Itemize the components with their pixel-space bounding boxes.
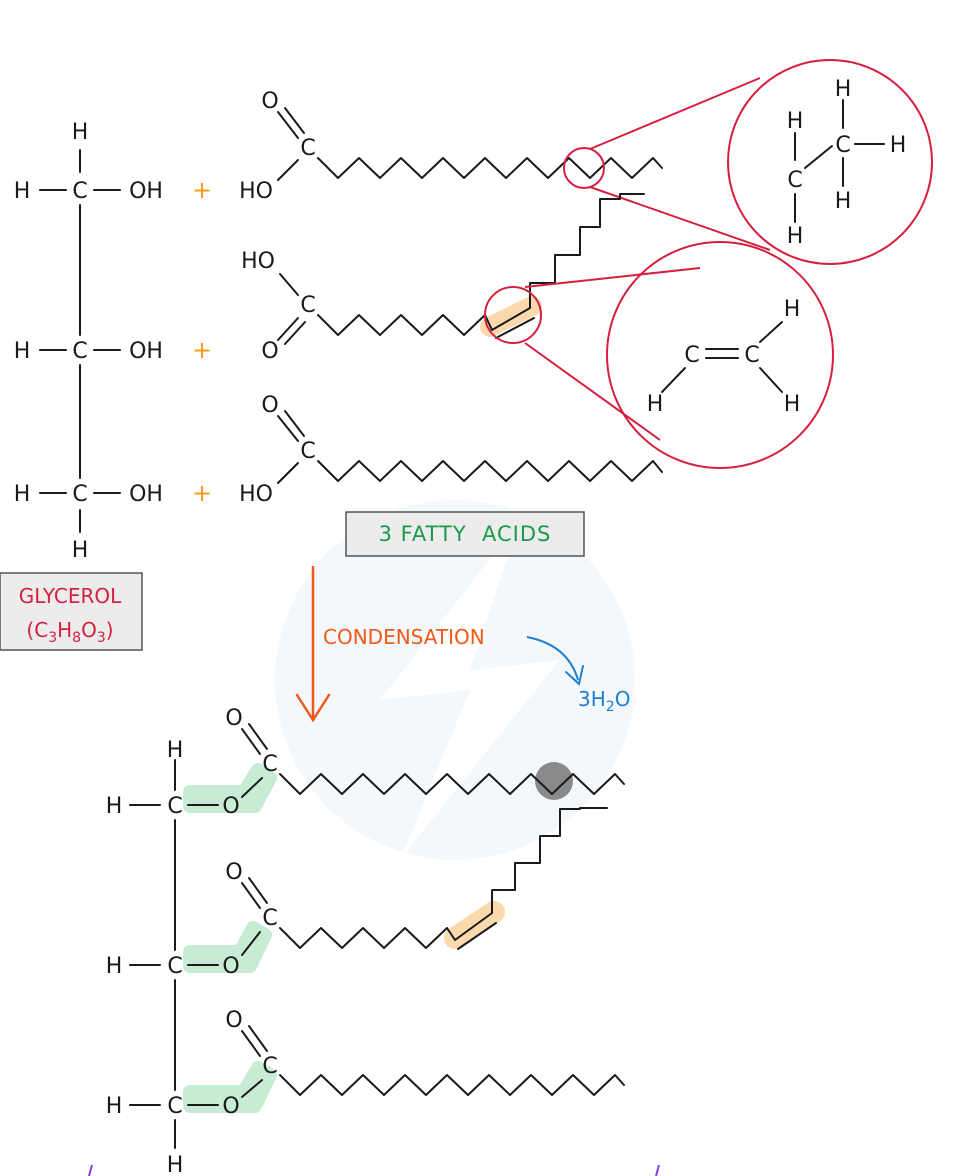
glycerol-h-1: H <box>14 179 31 204</box>
fa2-c: C <box>300 293 315 318</box>
fa1-o: O <box>261 89 278 114</box>
methyl-c-1: C <box>835 133 850 158</box>
alkene-h-left: H <box>647 392 664 417</box>
tri-carbonyl-o-2: O <box>225 860 242 885</box>
tri-h-2: H <box>106 954 123 979</box>
fatty-acid-3: O C HO <box>239 393 663 507</box>
fa2-double-bond-highlight <box>480 296 542 337</box>
ester-chain-2: O C <box>225 807 608 956</box>
fatty-acids-label: 3 FATTY ACIDS <box>379 522 552 546</box>
glycerol-oh-2: OH <box>129 339 163 364</box>
glycerol-h-bottom: H <box>72 538 89 563</box>
alkene-h-upper: H <box>784 297 801 322</box>
methyl-zoom: H H C H C H H <box>563 59 933 265</box>
fa2-ho: HO <box>241 249 275 274</box>
tri-c-1: C <box>167 794 182 819</box>
cursor-marker <box>535 762 573 800</box>
tri-c-2: C <box>167 954 182 979</box>
tri-o-2: O <box>222 954 239 979</box>
fa2-o: O <box>261 339 278 364</box>
glycerol-c-2: C <box>72 339 87 364</box>
glycerol-h-top: H <box>72 120 89 145</box>
glycerol-h-3: H <box>14 482 31 507</box>
alkene-h-right: H <box>784 392 801 417</box>
fa1-ho: HO <box>239 179 273 204</box>
tri-h-bottom: H <box>167 1153 184 1176</box>
glycerol-structure: H H C OH H C OH H C OH H <box>14 120 163 563</box>
methyl-h-right: H <box>890 133 907 158</box>
glycerol-oh-1: OH <box>129 179 163 204</box>
fa3-c: C <box>300 439 315 464</box>
glycerol-oh-3: OH <box>129 482 163 507</box>
tri-carbonyl-o-1: O <box>225 706 242 731</box>
tri-o-1: O <box>222 794 239 819</box>
tri-o-3: O <box>222 1094 239 1119</box>
fatty-acids-label-box: 3 FATTY ACIDS <box>345 511 585 557</box>
bracket-mark-right <box>655 1164 660 1176</box>
glycerol-h-2: H <box>14 339 31 364</box>
methyl-h-top: H <box>835 77 852 102</box>
tri-carbonyl-c-2: C <box>262 906 277 931</box>
methyl-c-2: C <box>787 168 802 193</box>
alkene-c-1: C <box>684 343 699 368</box>
tri-h-1: H <box>106 794 123 819</box>
alkene-c-2: C <box>744 343 759 368</box>
plus-sign-3: + <box>192 479 212 507</box>
condensation-arrow <box>295 566 331 723</box>
ester-link-highlight-3 <box>183 1061 277 1113</box>
plus-sign-1: + <box>192 176 212 204</box>
ester-chain-3: O C <box>225 1008 625 1098</box>
bracket-mark-left <box>88 1164 93 1176</box>
glycerol-c-1: C <box>72 179 87 204</box>
fa1-c: C <box>300 136 315 161</box>
fatty-acid-2: HO C O <box>241 193 645 364</box>
methyl-h-lower: H <box>787 224 804 249</box>
glycerol-label: GLYCEROL <box>19 584 122 608</box>
ester-link-highlight-2 <box>183 921 272 973</box>
triglyceride-structure: H H C O H C O H C O H <box>106 738 277 1176</box>
fa3-ho: HO <box>239 482 273 507</box>
condensation-label: CONDENSATION <box>323 625 485 649</box>
fatty-acid-1: O C HO <box>239 89 663 204</box>
methyl-h-bottom: H <box>835 189 852 214</box>
plus-sign-2: + <box>192 336 212 364</box>
tri-h-3: H <box>106 1094 123 1119</box>
tri-c-3: C <box>167 1094 182 1119</box>
water-arrow <box>526 636 584 686</box>
ester-link-highlight-1 <box>183 763 277 813</box>
double-bond-zoom: C C H H H <box>484 241 834 469</box>
tri-carbonyl-c-1: C <box>262 752 277 777</box>
methyl-h-left: H <box>787 109 804 134</box>
glycerol-formula: (C3H8O3) <box>26 618 113 646</box>
glycerol-label-box: GLYCEROL (C3H8O3) <box>0 572 143 651</box>
glycerol-c-3: C <box>72 482 87 507</box>
fa3-o: O <box>261 393 278 418</box>
tri-carbonyl-c-3: C <box>262 1054 277 1079</box>
tri-carbonyl-o-3: O <box>225 1008 242 1033</box>
water-label: 3H2O <box>578 687 630 715</box>
ester-chain-1: O C <box>225 706 625 800</box>
tri-h-top: H <box>167 738 184 763</box>
